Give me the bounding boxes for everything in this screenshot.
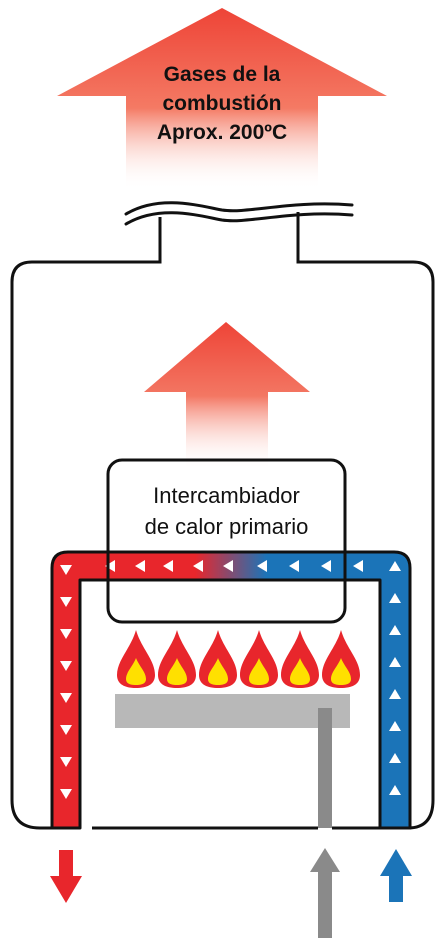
burner-flames	[117, 630, 360, 688]
hx-line-2: de calor primario	[144, 514, 309, 539]
flow-left-marker	[257, 560, 267, 572]
flow-down-marker	[60, 565, 72, 575]
flame-icon	[158, 630, 196, 688]
heat-arrow	[144, 322, 310, 470]
gas-pipe	[318, 708, 332, 828]
exhaust-line-1: Gases de la	[163, 63, 281, 86]
flow-down-marker	[60, 693, 72, 703]
flow-down-marker	[60, 725, 72, 735]
flow-up-marker	[389, 785, 401, 795]
burner-bar	[115, 694, 350, 728]
flow-down-marker	[60, 789, 72, 799]
flow-left-marker	[289, 560, 299, 572]
hot-water-out-arrow	[50, 850, 82, 903]
flow-markers	[60, 560, 401, 799]
exhaust-line-3: Aprox. 200ºC	[156, 121, 288, 144]
water-pipe	[50, 550, 412, 830]
flow-up-marker	[389, 721, 401, 731]
flow-up-marker	[389, 657, 401, 667]
cold-water-in-arrow	[380, 849, 412, 902]
heat-exchanger-box	[106, 458, 347, 624]
flow-left-marker	[193, 560, 203, 572]
flame-icon	[281, 630, 319, 688]
flow-down-marker	[60, 597, 72, 607]
flame-icon	[322, 630, 360, 688]
gas-in-arrow	[310, 848, 340, 938]
flow-left-marker	[135, 560, 145, 572]
flow-up-marker	[389, 689, 401, 699]
heat-exchanger-label: Intercambiador de calor primario	[108, 480, 345, 542]
flow-up-marker	[389, 593, 401, 603]
flow-left-marker	[321, 560, 331, 572]
flow-left-marker	[105, 560, 115, 572]
boiler-housing	[10, 212, 435, 830]
hx-line-1: Intercambiador	[153, 483, 300, 508]
flame-icon	[117, 630, 155, 688]
exhaust-arrow	[57, 8, 387, 190]
flow-left-marker	[353, 560, 363, 572]
flow-up-marker	[389, 625, 401, 635]
flow-left-marker	[163, 560, 173, 572]
exhaust-gas-label: Gases de la combustión Aprox. 200ºC	[112, 60, 332, 147]
flow-left-marker	[223, 560, 233, 572]
flow-up-marker	[389, 753, 401, 763]
flow-down-marker	[60, 757, 72, 767]
flow-up-marker	[389, 561, 401, 571]
flow-down-marker	[60, 661, 72, 671]
flow-down-marker	[60, 629, 72, 639]
flame-icon	[199, 630, 237, 688]
chimney-break	[124, 201, 354, 226]
flame-icon	[240, 630, 278, 688]
exhaust-line-2: combustión	[162, 92, 282, 115]
